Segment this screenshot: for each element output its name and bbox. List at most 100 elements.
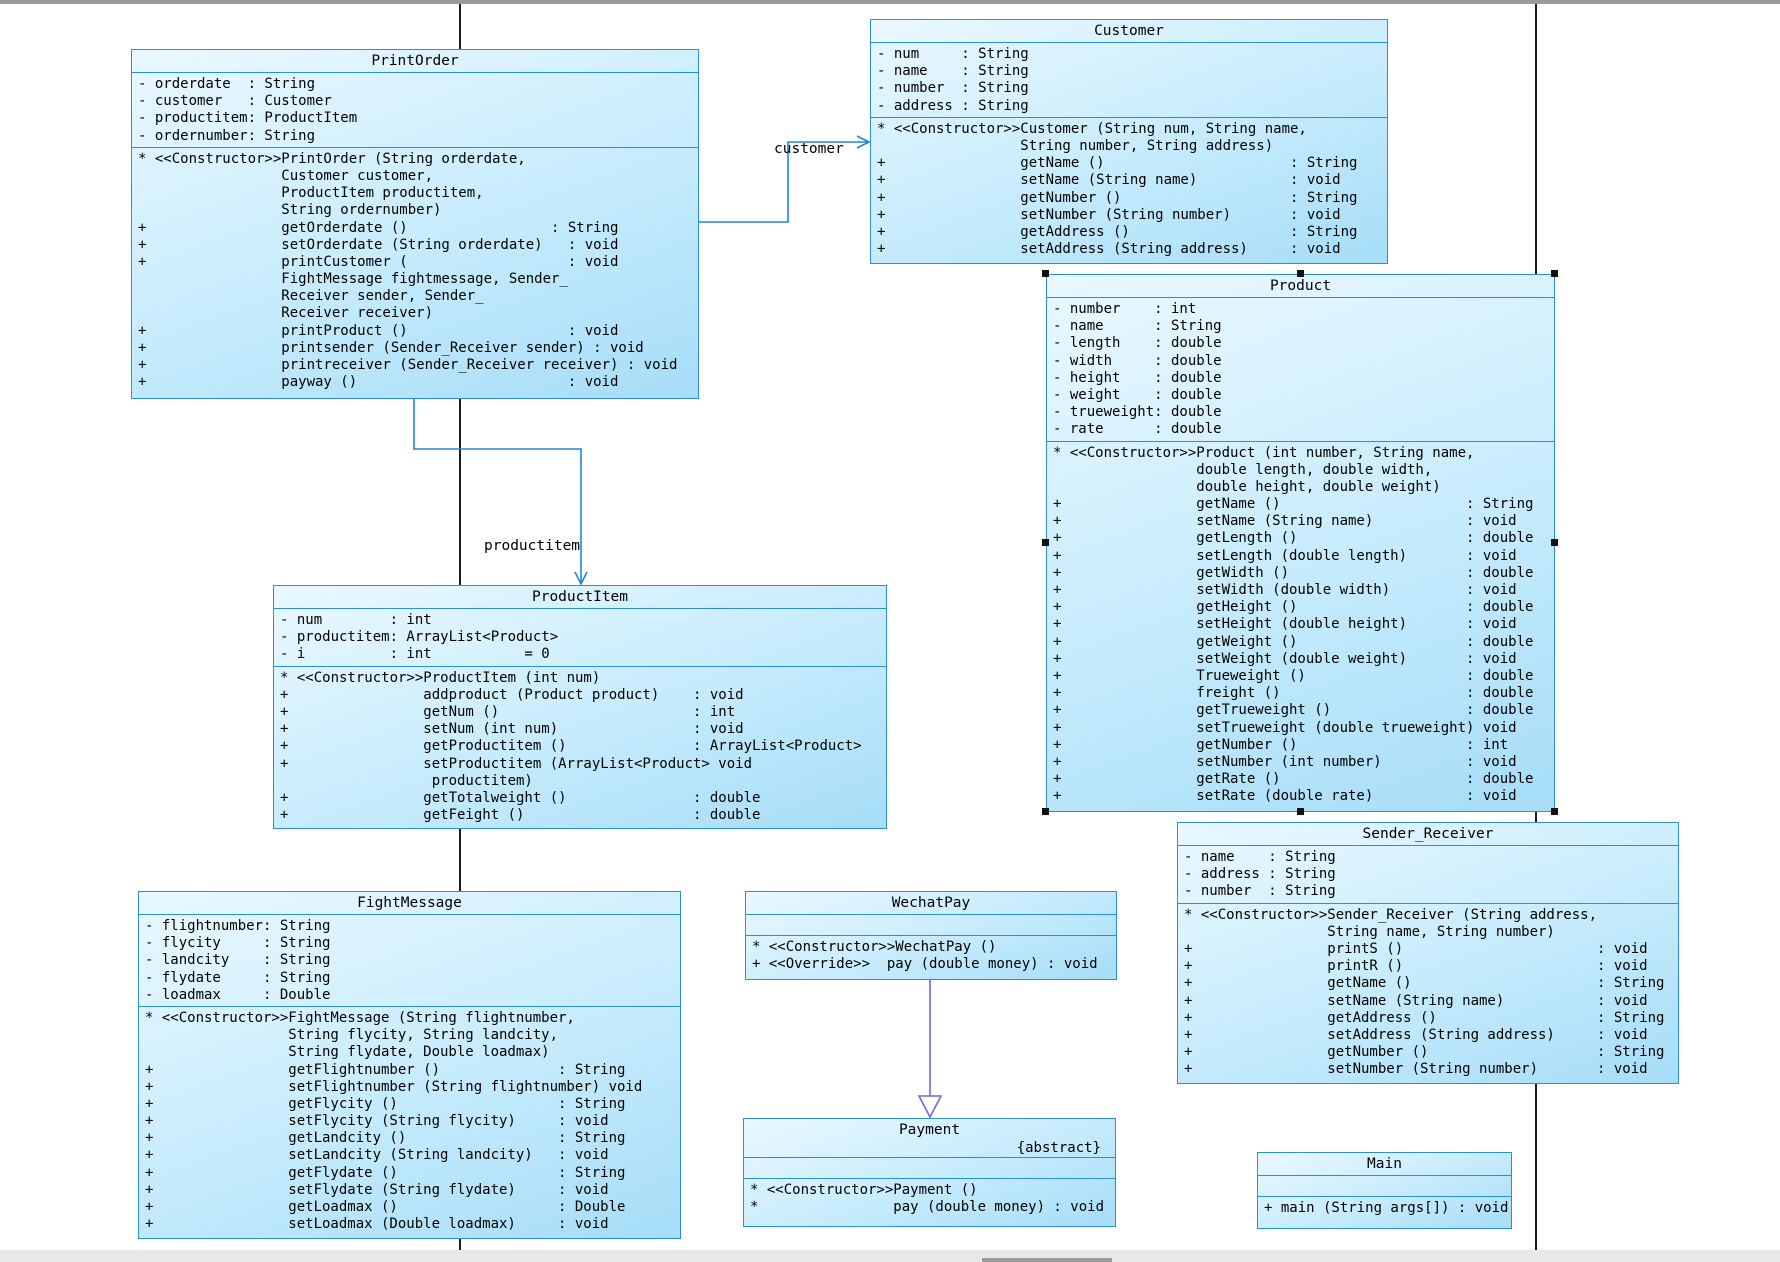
attribute-list xyxy=(744,1158,1115,1179)
selection-handle[interactable] xyxy=(1042,270,1049,277)
operation-line: + setLandcity (String landcity) : void xyxy=(145,1147,609,1164)
operation-line: + setNumber (String number) : void xyxy=(1184,1061,1648,1078)
operation-line: * <<Constructor>>Sender_Receiver (String… xyxy=(1184,906,1598,923)
class-customer[interactable]: Customer - num : String- name : String- … xyxy=(870,19,1388,264)
association-label-customer: customer xyxy=(774,141,844,157)
operation-line: + getNum () : int xyxy=(280,703,736,720)
attribute-line: - productitem: ArrayList<Product> xyxy=(280,629,559,646)
operation-line: + getFlycity () : String xyxy=(145,1095,626,1112)
attribute-line: - address : String xyxy=(1184,866,1336,883)
attribute-line: - productitem: ProductItem xyxy=(138,110,358,127)
operation-line: * <<Constructor>>Payment () xyxy=(750,1182,978,1198)
association-arrowhead-productitem xyxy=(574,571,588,586)
operation-list: * <<Constructor>>ProductItem (int num)+ … xyxy=(274,667,886,827)
attribute-list xyxy=(1258,1176,1511,1197)
class-payment[interactable]: Payment {abstract} * <<Constructor>>Paym… xyxy=(743,1118,1116,1227)
operation-line: + addproduct (Product product) : void xyxy=(280,686,744,703)
attribute-list xyxy=(746,915,1116,936)
operation-line: + setName (String name) : void xyxy=(877,172,1341,189)
class-name: PrintOrder xyxy=(132,50,698,73)
attribute-line: - flycity : String xyxy=(145,935,331,952)
operation-line: String number, String address) xyxy=(877,137,1274,154)
selection-handle[interactable] xyxy=(1551,539,1558,546)
selection-handle[interactable] xyxy=(1297,270,1304,277)
attribute-line: - orderdate : String xyxy=(138,76,316,92)
operation-line: + setWidth (double width) : void xyxy=(1053,582,1517,598)
operation-line: + Trueweight () : double xyxy=(1053,667,1534,684)
operation-line: + setProductitem (ArrayList<Product> voi… xyxy=(280,755,753,772)
class-wechatpay[interactable]: WechatPay * <<Constructor>>WechatPay ()+… xyxy=(745,891,1117,980)
operation-line: + printCustomer ( : void xyxy=(138,253,619,270)
class-printorder[interactable]: PrintOrder - orderdate : String- custome… xyxy=(131,49,699,399)
operation-line: double length, double width, xyxy=(1053,461,1433,478)
operation-line: + freight () : double xyxy=(1053,685,1534,702)
class-fightmessage[interactable]: FightMessage - flightnumber: String- fly… xyxy=(138,891,681,1239)
operation-line: + getLength () : double xyxy=(1053,530,1534,547)
window-top-edge xyxy=(0,0,1780,4)
attribute-line: - num : int xyxy=(280,612,432,628)
scrollbar-thumb[interactable] xyxy=(982,1258,1112,1262)
operation-line: + getWeight () : double xyxy=(1053,633,1534,650)
generalization-arrowhead xyxy=(917,1095,943,1119)
operation-line: + getFlydate () : String xyxy=(145,1164,626,1181)
operation-line: String ordernumber) xyxy=(138,202,442,219)
operation-line: productitem) xyxy=(280,772,533,789)
class-product[interactable]: Product - number : int- name : String- l… xyxy=(1046,274,1555,812)
operation-line: + payway () : void xyxy=(138,374,619,391)
class-sender-receiver[interactable]: Sender_Receiver - name : String- address… xyxy=(1177,822,1679,1084)
selection-handle[interactable] xyxy=(1042,808,1049,815)
operation-line: + printsender (Sender_Receiver sender) :… xyxy=(138,339,644,356)
operation-line: + setAddress (String address) : void xyxy=(877,241,1341,258)
attribute-line: - rate : double xyxy=(1053,421,1222,438)
operation-line: * <<Constructor>>Product (int number, St… xyxy=(1053,444,1475,461)
operation-line: + getLandcity () : String xyxy=(145,1130,626,1147)
association-printorder-productitem[interactable] xyxy=(413,397,582,584)
attribute-line: - number : int xyxy=(1053,301,1197,317)
operation-line: + getTrueweight () : double xyxy=(1053,702,1534,719)
attribute-line: - customer : Customer xyxy=(138,93,332,110)
association-label-productitem: productitem xyxy=(484,538,581,554)
class-productitem[interactable]: ProductItem - num : int- productitem: Ar… xyxy=(273,585,887,829)
operation-line: * <<Constructor>>Customer (String num, S… xyxy=(877,120,1307,137)
operation-line: Customer customer, xyxy=(138,167,434,184)
operation-line: double height, double weight) xyxy=(1053,478,1441,495)
horizontal-scrollbar[interactable] xyxy=(0,1250,1780,1262)
operation-line: String flycity, String landcity, xyxy=(145,1027,559,1044)
operation-line: + setNum (int num) : void xyxy=(280,721,744,738)
class-name: Payment xyxy=(898,1122,961,1138)
attribute-list: - number : int- name : String- length : … xyxy=(1047,298,1554,442)
attribute-list: - num : int- productitem: ArrayList<Prod… xyxy=(274,609,886,667)
abstract-stereotype: {abstract} xyxy=(744,1139,1115,1158)
attribute-list: - flightnumber: String- flycity : String… xyxy=(139,915,680,1007)
operation-line: + setName (String name) : void xyxy=(1184,992,1648,1009)
class-main[interactable]: Main + main (String args[]) : void xyxy=(1257,1152,1512,1229)
operation-line: + setName (String name) : void xyxy=(1053,513,1517,530)
operation-line: + getAddress () : String xyxy=(877,223,1358,240)
operation-line: + setHeight (double height) : void xyxy=(1053,616,1517,633)
attribute-line: - height : double xyxy=(1053,369,1222,386)
attribute-line: - name : String xyxy=(1053,318,1222,335)
attribute-line: - num : String xyxy=(877,46,1029,62)
selection-handle[interactable] xyxy=(1551,270,1558,277)
class-name: Main xyxy=(1258,1153,1511,1176)
attribute-line: - width : double xyxy=(1053,352,1222,369)
operation-line: + getLoadmax () : Double xyxy=(145,1199,626,1215)
selection-handle[interactable] xyxy=(1297,808,1304,815)
operation-line: + getFeight () : double xyxy=(280,807,761,824)
attribute-line: - number : String xyxy=(1184,883,1336,900)
operation-line: + setNumber (int number) : void xyxy=(1053,753,1517,770)
selection-handle[interactable] xyxy=(1551,808,1558,815)
operation-line: + setLength (double length) : void xyxy=(1053,547,1517,564)
operation-line: ProductItem productitem, xyxy=(138,185,484,202)
association-printorder-customer[interactable] xyxy=(697,141,869,223)
operation-line: + printR () : void xyxy=(1184,958,1648,975)
operation-line: + getNumber () : int xyxy=(1053,736,1509,753)
operation-line: + setFlydate (String flydate) : void xyxy=(145,1181,609,1198)
operation-line: + getName () : String xyxy=(1184,975,1665,992)
selection-handle[interactable] xyxy=(1042,539,1049,546)
class-name: Product xyxy=(1047,275,1554,298)
operation-line: + getFlightnumber () : String xyxy=(145,1061,626,1078)
operation-line: + getName () : String xyxy=(1053,496,1534,513)
attribute-line: - address : String xyxy=(877,97,1029,114)
operation-line: + getNumber () : String xyxy=(877,189,1358,206)
